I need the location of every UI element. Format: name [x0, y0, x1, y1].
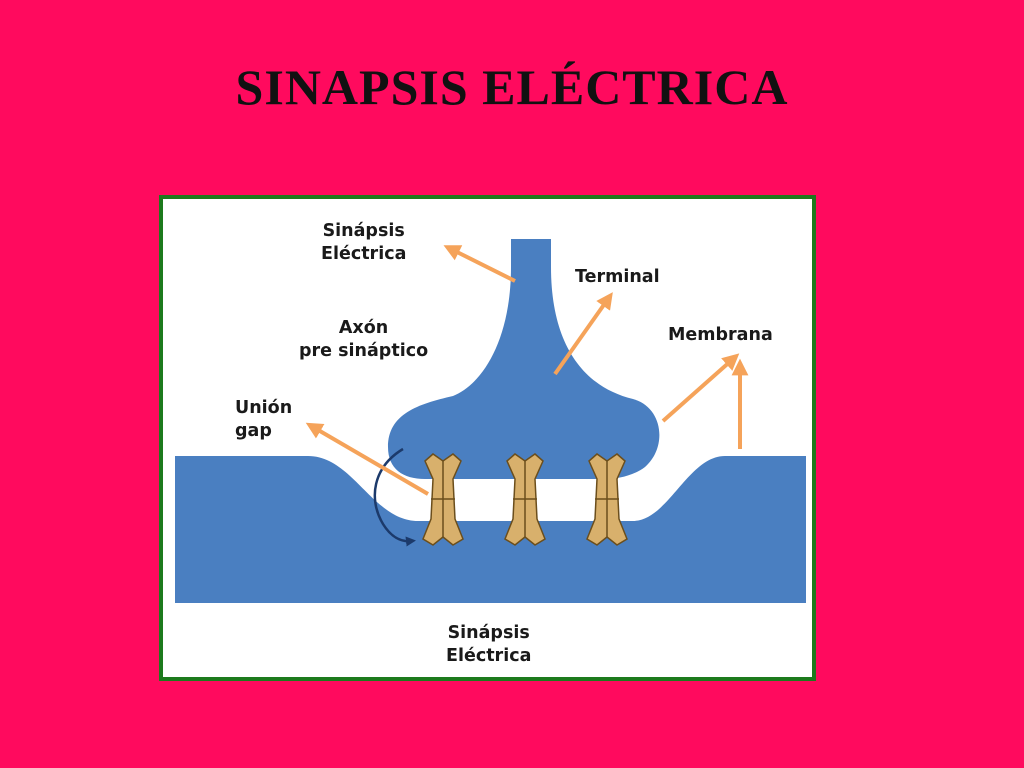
caption-line: Eléctrica [446, 646, 532, 666]
diagram-frame: Sinápsis Eléctrica Terminal Axón pre sin… [159, 195, 816, 681]
gap-label-line: gap [235, 421, 272, 441]
axon-label-line: pre sináptico [299, 341, 429, 361]
presynaptic-terminal [388, 239, 660, 479]
union-gap-label: Unión gap [235, 397, 292, 443]
sinapsis-electrica-label: Sinápsis Eléctrica [321, 220, 406, 266]
membrana-label: Membrana [668, 325, 773, 345]
connexon-channel [504, 453, 546, 546]
caption-line: Sinápsis [447, 623, 530, 643]
sinapsis-label-line: Eléctrica [321, 244, 407, 264]
union-gap-pointer-arrow [305, 422, 430, 496]
postsynaptic-membrane [175, 456, 806, 603]
diagram-caption: Sinápsis Eléctrica [446, 622, 531, 668]
union-label-line: Unión [235, 398, 293, 418]
sinapsis-label-line: Sinápsis [322, 221, 405, 241]
axon-presinaptico-label: Axón pre sináptico [299, 317, 428, 363]
connexon-channel [586, 453, 628, 546]
sinapsis-pointer-arrow [443, 245, 516, 283]
membrana-pointer-arrow [661, 353, 740, 423]
current-flow-arrow [373, 447, 416, 547]
synapse-diagram [175, 239, 806, 603]
axon-label-line: Axón [338, 318, 389, 338]
slide-title: SINAPSIS ELÉCTRICA [235, 59, 789, 115]
connexon-channel [422, 453, 464, 546]
terminal-pointer-arrow [553, 292, 613, 376]
terminal-label: Terminal [575, 267, 660, 287]
